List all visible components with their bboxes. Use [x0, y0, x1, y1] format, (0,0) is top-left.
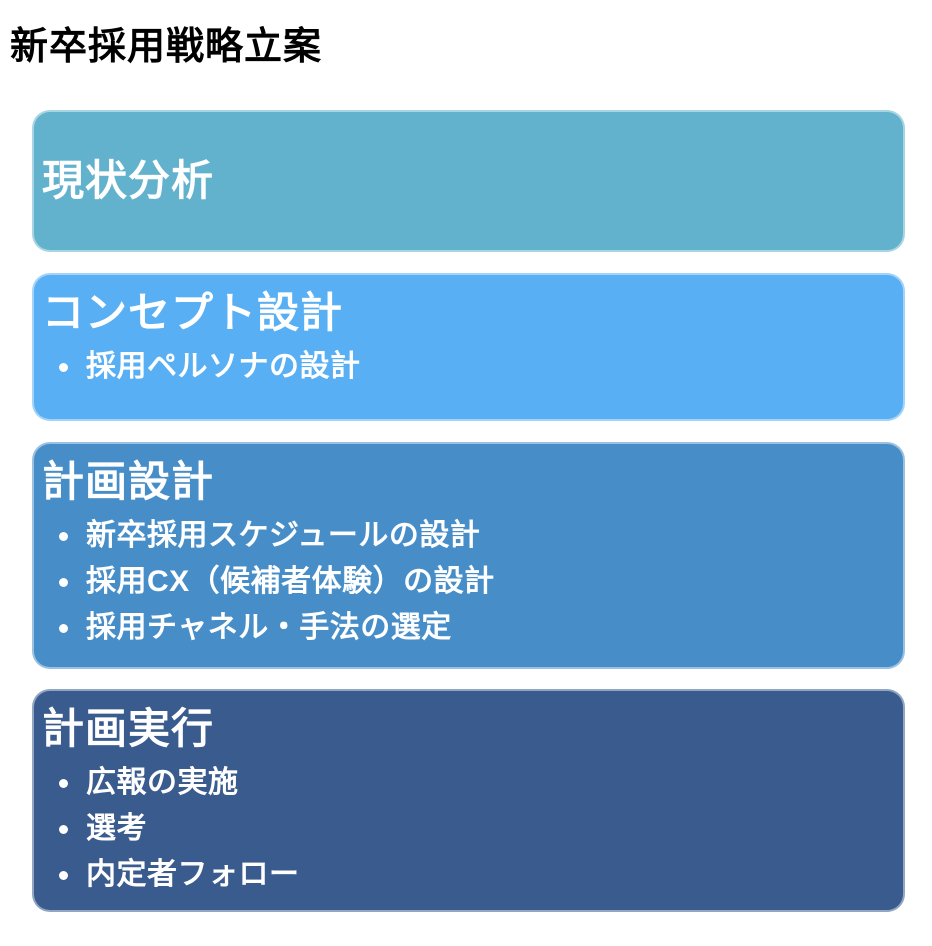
bullet-list: 採用ペルソナの設計: [42, 344, 889, 390]
list-item-label: 広報の実施: [86, 766, 239, 800]
list-item-label: 選考: [86, 812, 147, 846]
list-item-label: 内定者フォロー: [86, 858, 300, 892]
list-item: 広報の実施: [59, 760, 889, 806]
box-heading: 計画設計: [42, 458, 215, 505]
list-item-label: 採用チャネル・手法の選定: [86, 611, 452, 645]
stage-box-current-analysis: 現状分析: [32, 110, 905, 252]
bullet-list: 広報の実施 選考 内定者フォロー: [42, 760, 889, 898]
bullet-icon: [59, 577, 68, 587]
list-item: 新卒採用スケジュールの設計: [59, 513, 889, 559]
bullet-list: 新卒採用スケジュールの設計 採用CX（候補者体験）の設計 採用チャネル・手法の選…: [42, 513, 889, 651]
list-item-label: 採用ペルソナの設計: [86, 350, 361, 384]
list-item: 採用CX（候補者体験）の設計: [59, 559, 889, 605]
stage-box-plan-execution: 計画実行 広報の実施 選考 内定者フォロー: [32, 689, 905, 912]
bullet-icon: [59, 778, 68, 788]
list-item-label: 新卒採用スケジュールの設計: [86, 519, 481, 553]
bullet-icon: [59, 824, 68, 834]
stage-box-concept-design: コンセプト設計 採用ペルソナの設計: [32, 273, 905, 421]
bullet-icon: [59, 362, 68, 372]
stage-box-plan-design: 計画設計 新卒採用スケジュールの設計 採用CX（候補者体験）の設計 採用チャネル…: [32, 442, 905, 669]
list-item: 採用チャネル・手法の選定: [59, 605, 889, 651]
page-title: 新卒採用戦略立案: [10, 26, 323, 68]
list-item: 内定者フォロー: [59, 852, 889, 898]
box-heading: コンセプト設計: [42, 289, 344, 336]
box-heading: 現状分析: [42, 157, 215, 205]
list-item: 採用ペルソナの設計: [59, 344, 889, 390]
list-item-label: 採用CX（候補者体験）の設計: [86, 565, 495, 599]
bullet-icon: [59, 623, 68, 633]
list-item: 選考: [59, 806, 889, 852]
bullet-icon: [59, 870, 68, 880]
bullet-icon: [59, 531, 68, 541]
box-heading: 計画実行: [42, 705, 215, 752]
